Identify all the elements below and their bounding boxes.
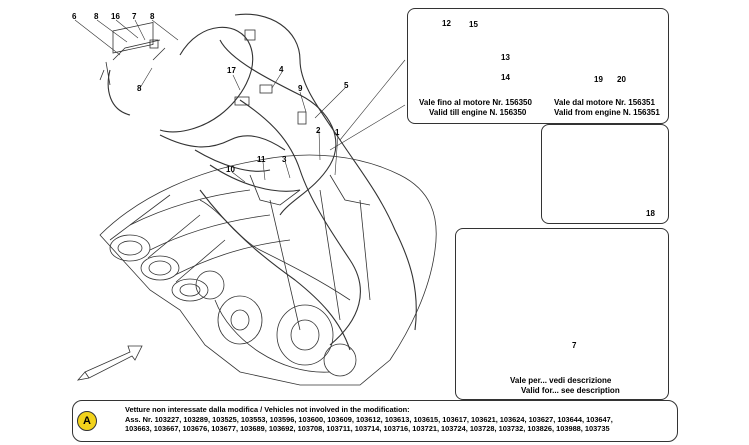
callout-5: 5 xyxy=(344,81,349,90)
caption-valid-till-en: Valid till engine N. 156350 xyxy=(429,108,527,117)
callout-19: 19 xyxy=(594,75,603,84)
note-box: A Vetture non interessate dalla modifica… xyxy=(72,400,678,442)
callout-7: 7 xyxy=(132,12,137,21)
callout-16: 16 xyxy=(111,12,120,21)
intake-trumpets-drawing xyxy=(109,194,226,302)
direction-arrow-left xyxy=(76,345,143,381)
callout-3: 3 xyxy=(282,155,287,164)
callout-8: 8 xyxy=(150,12,155,21)
callout-20: 20 xyxy=(617,75,626,84)
callout-1: 1 xyxy=(335,128,340,137)
callout-9: 9 xyxy=(298,84,303,93)
callout-8: 8 xyxy=(137,84,142,93)
callout-14: 14 xyxy=(501,73,510,82)
callout-17: 17 xyxy=(227,66,236,75)
caption-valid-from-it: Vale dal motore Nr. 156351 xyxy=(554,98,655,107)
note-line-numbers-1: Ass. Nr. 103227, 103289, 103525, 103553,… xyxy=(125,414,613,424)
detail-panel-bracket xyxy=(541,124,669,224)
callout-2: 2 xyxy=(316,126,321,135)
callout-18: 18 xyxy=(646,209,655,218)
detail-panel-engine-versions xyxy=(407,8,669,124)
note-line-numbers-2: 103663, 103667, 103676, 103677, 103689, … xyxy=(125,424,610,433)
caption-valid-for-en: Valid for... see description xyxy=(521,386,620,395)
callout-7: 7 xyxy=(572,341,577,350)
callout-10: 10 xyxy=(226,165,235,174)
note-line-header: Vetture non interessate dalla modifica /… xyxy=(125,405,410,414)
note-text: Vetture non interessate dalla modifica /… xyxy=(125,405,673,434)
leader-lines xyxy=(74,19,406,183)
callout-11: 11 xyxy=(257,155,266,164)
note-badge-a: A xyxy=(77,411,97,431)
detail-panel-chassis xyxy=(455,228,669,400)
caption-valid-from-en: Valid from engine N. 156351 xyxy=(554,108,660,117)
ecu-module-drawing xyxy=(99,21,307,125)
callout-6: 6 xyxy=(72,12,77,21)
caption-valid-till-it: Vale fino al motore Nr. 156350 xyxy=(419,98,532,107)
callout-8: 8 xyxy=(94,12,99,21)
caption-valid-for-it: Vale per... vedi descrizione xyxy=(510,376,612,385)
callout-4: 4 xyxy=(279,65,284,74)
callout-13: 13 xyxy=(501,53,510,62)
wiring-harness-drawing xyxy=(107,13,417,351)
callout-12: 12 xyxy=(442,19,451,28)
callout-15: 15 xyxy=(469,20,478,29)
